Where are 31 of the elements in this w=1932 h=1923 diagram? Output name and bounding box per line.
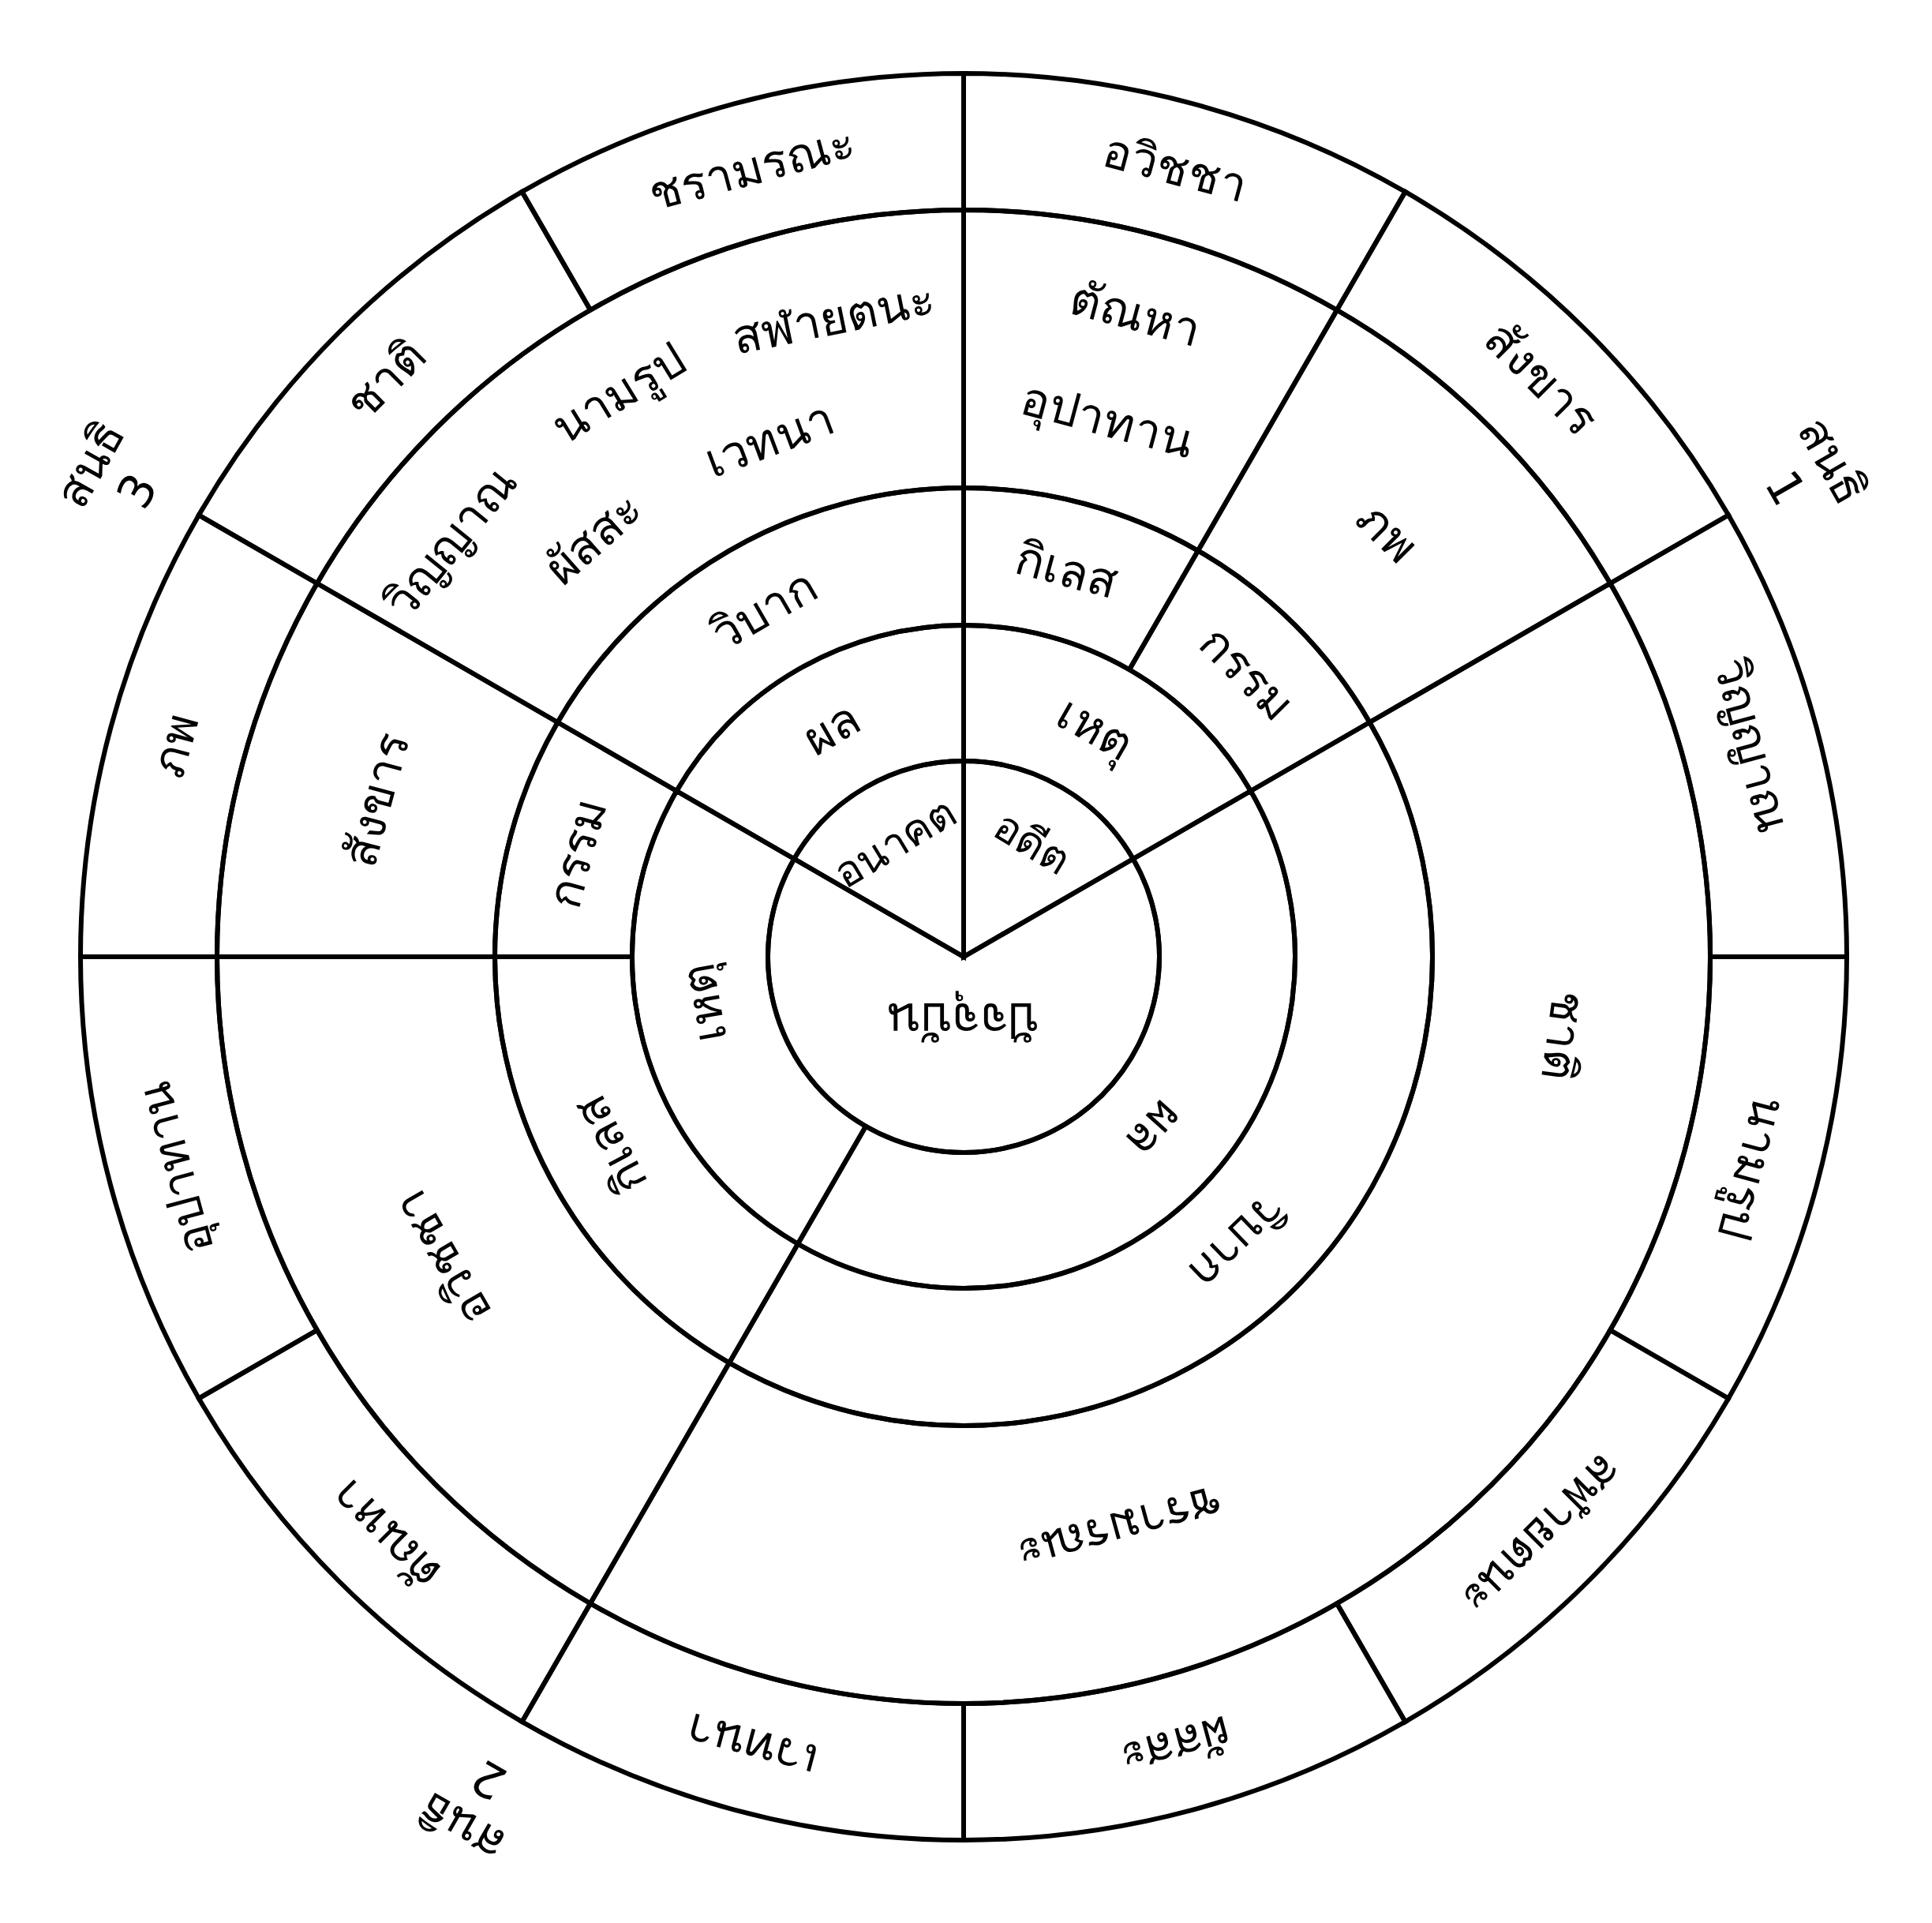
segment-label: อวิชชา bbox=[1096, 121, 1254, 216]
rim-label: สนธิ 3 bbox=[43, 411, 170, 519]
segment-label: เหตุ bbox=[1046, 684, 1145, 774]
segment-label: อุปาทาน bbox=[1014, 369, 1200, 471]
segment-label: ตัณหา bbox=[1063, 268, 1208, 359]
segment-label: ชาติ bbox=[1530, 987, 1599, 1085]
segment-label: กรรม bbox=[534, 792, 619, 915]
segment-label: สฬายตนะ bbox=[727, 268, 940, 367]
rim-label: สนธิ 2 bbox=[408, 1747, 517, 1873]
segment-label: เวทนา bbox=[680, 1700, 826, 1792]
segment-label: ภพ bbox=[1345, 489, 1431, 576]
rim-label: สนธิ 1 bbox=[1753, 407, 1879, 516]
segment-label: ชรามรณะ bbox=[642, 112, 862, 223]
segment-label: นามรูป bbox=[1706, 1089, 1799, 1246]
segment-label: ผล bbox=[1114, 1089, 1196, 1170]
segment-label: ปัจจุบัน bbox=[888, 990, 1039, 1051]
segment-label: เวทนา bbox=[695, 388, 843, 490]
segment-label: วิบาก bbox=[700, 557, 827, 664]
segment-label: สังขาร bbox=[331, 725, 421, 873]
segment-label: อดีต bbox=[983, 800, 1080, 887]
segment-label: ผล bbox=[792, 689, 871, 768]
segment-label: กิเลส bbox=[560, 1085, 660, 1205]
segment-label: ภพ bbox=[139, 707, 211, 784]
segment-label: ผัสสะ bbox=[1113, 1704, 1237, 1789]
segment-label: วิญญาณ bbox=[1702, 651, 1803, 840]
segment-label: กิเลส bbox=[1009, 529, 1125, 612]
segment-label: อุปาทาน bbox=[124, 1075, 225, 1261]
segment-label: ชรามรณะ bbox=[1010, 1473, 1230, 1585]
segment-label: เหตุ bbox=[668, 958, 739, 1047]
segment-label: วิบาก bbox=[1178, 1181, 1299, 1301]
segment-label: ชาติ bbox=[334, 327, 439, 433]
